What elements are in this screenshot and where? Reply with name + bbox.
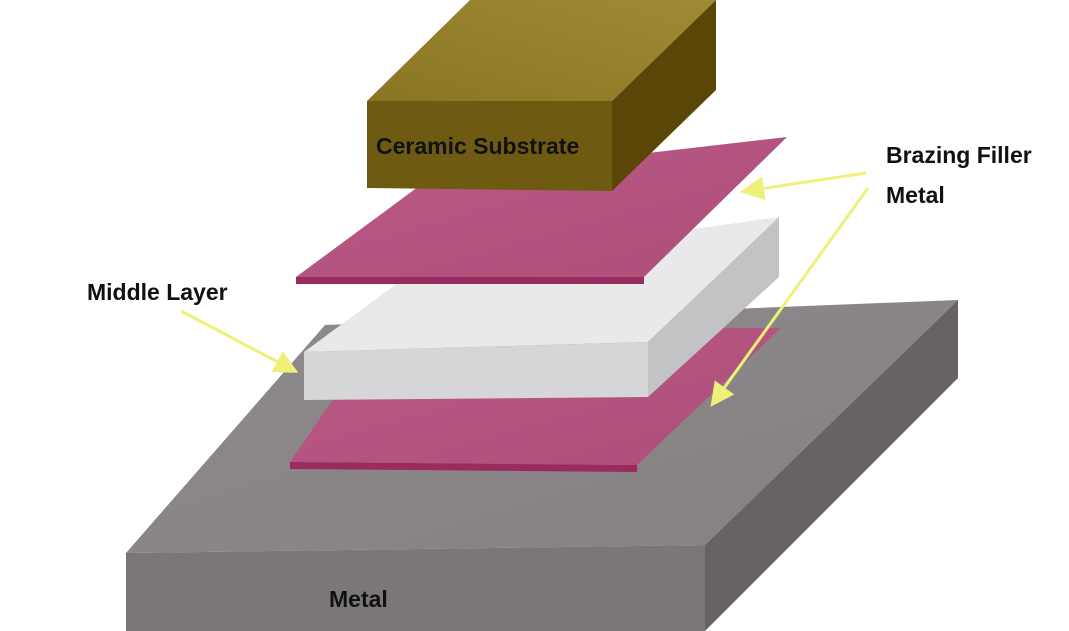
annotation-arrows (180, 171, 870, 407)
brazing-filler-label-line2: Metal (886, 182, 945, 208)
ceramic-substrate-label: Ceramic Substrate (376, 133, 579, 159)
ceramic-front-face (367, 101, 612, 191)
middle-side-face (648, 217, 779, 397)
arrow-filler-upper (740, 171, 867, 201)
brazing-filler-label-line1: Brazing Filler (886, 142, 1032, 168)
upper-filler-sheet (296, 137, 787, 284)
middle-front-face (304, 342, 648, 400)
metal-side-face (705, 300, 958, 631)
ceramic-top-face (367, 0, 716, 101)
ceramic-substrate-block (367, 0, 716, 191)
metal-label: Metal (329, 586, 388, 612)
middle-layer-label: Middle Layer (87, 279, 228, 305)
ceramic-side-face (612, 0, 716, 191)
arrow-middle-layer (180, 309, 299, 373)
lower-filler-edge (290, 462, 637, 472)
upper-filler-edge (296, 277, 644, 284)
arrow-filler-lower (710, 187, 870, 407)
upper-filler-face (296, 137, 787, 277)
metal-front-face (126, 545, 705, 631)
